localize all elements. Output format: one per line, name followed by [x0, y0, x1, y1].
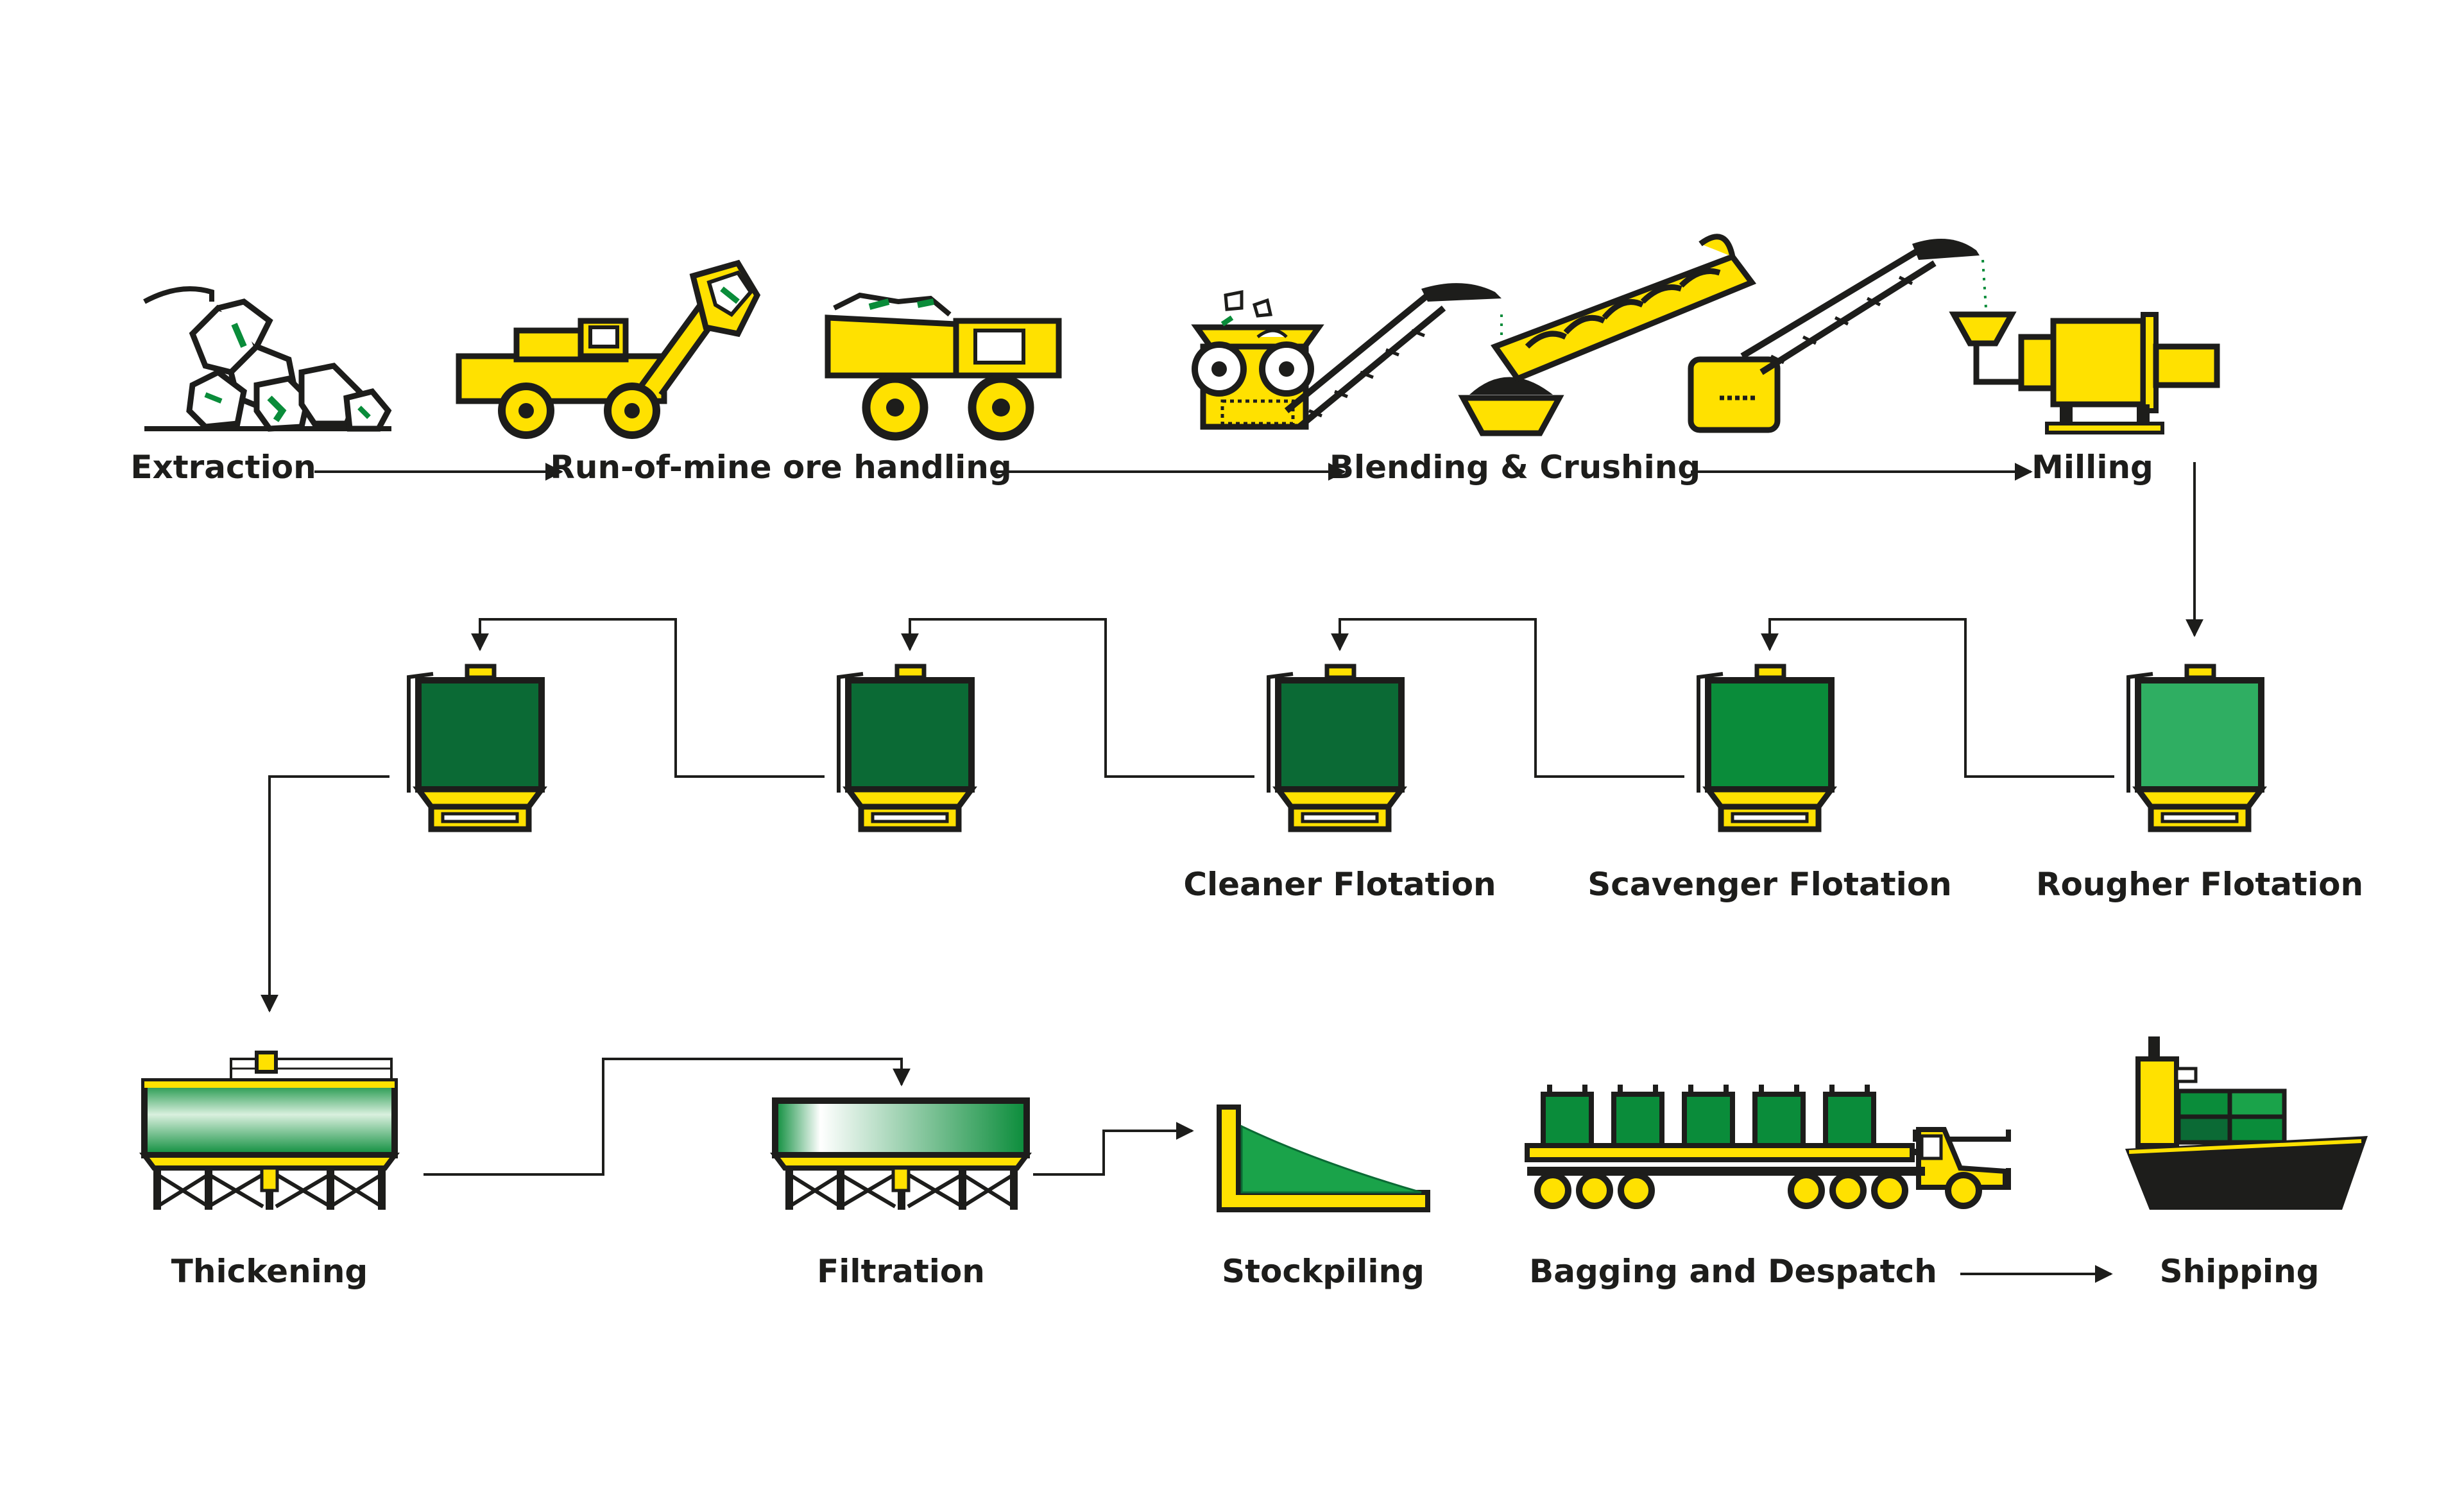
- label-bagging-despatch: Bagging and Despatch: [1529, 1253, 1937, 1290]
- filter-press-icon: [770, 1097, 1032, 1210]
- label-milling: Milling: [2032, 449, 2153, 486]
- connector-rougher-to-scavenger: [1761, 618, 2114, 778]
- label-cleaner-flotation: Cleaner Flotation: [1183, 866, 1496, 903]
- label-extraction: Extraction: [130, 449, 316, 486]
- connector-cleaner-to-cell-4: [901, 618, 1254, 778]
- conveyor-icon: [1284, 283, 1502, 429]
- dump-truck-icon: [825, 292, 1062, 441]
- cargo-ship-icon: [2125, 1036, 2368, 1210]
- truck-with-bags-icon: [1525, 1085, 2011, 1209]
- crusher-icon: [1191, 289, 1324, 430]
- label-stockpiling: Stockpiling: [1222, 1253, 1425, 1290]
- connector-cell-4-to-cell-5: [471, 618, 825, 778]
- conveyor-icon-2: [1688, 239, 1987, 433]
- stockpile-icon: [1217, 1105, 1430, 1212]
- label-scavenger-flotation: Scavenger Flotation: [1587, 866, 1952, 903]
- connector-thickening-to-filtration: [424, 1058, 911, 1176]
- flotation-cell-icon-scavenger: [1697, 664, 1837, 832]
- thickener-tank-icon: [139, 1051, 400, 1210]
- flotation-cell-icon-cleaner: [1267, 664, 1407, 832]
- flotation-cell-icon-rougher: [2126, 664, 2267, 832]
- label-filtration: Filtration: [817, 1253, 985, 1290]
- label-rougher-flotation: Rougher Flotation: [2036, 866, 2363, 903]
- label-blending-crushing: Blending & Crushing: [1330, 449, 1700, 486]
- ball-mill-icon: [1949, 311, 2220, 434]
- label-thickening: Thickening: [171, 1253, 368, 1290]
- hopper-feeder-icon: [1458, 234, 1757, 436]
- flotation-cell-icon-4: [837, 664, 977, 832]
- flotation-cell-icon-5: [407, 664, 547, 832]
- ore-pile-icon: [143, 286, 392, 432]
- connector-scavenger-to-cleaner: [1331, 618, 1684, 778]
- wheel-loader-icon: [456, 259, 761, 439]
- connector-filtration-to-stockpiling: [1033, 1122, 1194, 1176]
- label-rom: Run-of-mine ore handling: [550, 449, 1011, 486]
- label-shipping: Shipping: [2160, 1253, 2320, 1290]
- connector-cell-5-to-thickening: [261, 775, 389, 1013]
